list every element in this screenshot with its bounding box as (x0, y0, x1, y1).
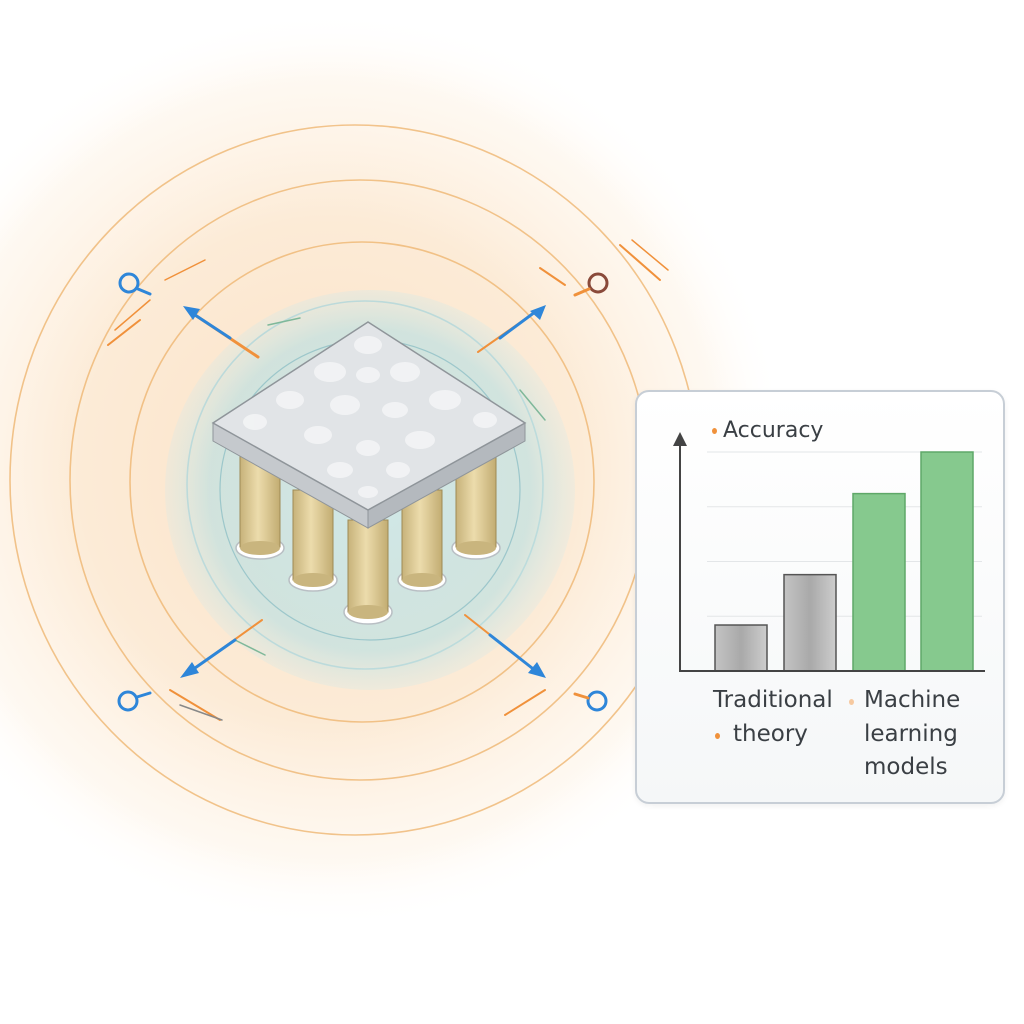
category-bullet-traditional (715, 733, 720, 739)
magnifier-icon (573, 272, 609, 297)
bar (920, 451, 974, 672)
category-label-ml-line3: models (864, 754, 948, 780)
accuracy-chart-panel: Accuracy Traditional theory Machine lear… (635, 390, 1005, 804)
category-bullet-ml (849, 699, 854, 705)
category-label-traditional-line1: Traditional (713, 687, 833, 713)
pillar (235, 454, 285, 560)
category-label-ml-line1: Machine (864, 687, 961, 713)
pillar (343, 519, 393, 625)
pillar (397, 489, 447, 592)
bar (852, 492, 906, 672)
magnifier-icon (573, 690, 608, 712)
chart-title: Accuracy (723, 418, 824, 443)
y-axis-arrow (673, 432, 687, 446)
accuracy-bar-chart (673, 432, 985, 672)
scatter-arrows (180, 305, 546, 678)
bar (714, 624, 768, 672)
pillars (235, 454, 501, 625)
motion-dashes (107, 239, 669, 721)
category-label-ml-line2: learning (864, 721, 958, 747)
title-bullet (712, 428, 717, 434)
magnifier-icon (118, 272, 152, 296)
metasurface-plate (211, 321, 527, 529)
bar (783, 573, 837, 672)
magnifier-icon (117, 690, 152, 712)
category-label-traditional-line2: theory (733, 721, 808, 747)
